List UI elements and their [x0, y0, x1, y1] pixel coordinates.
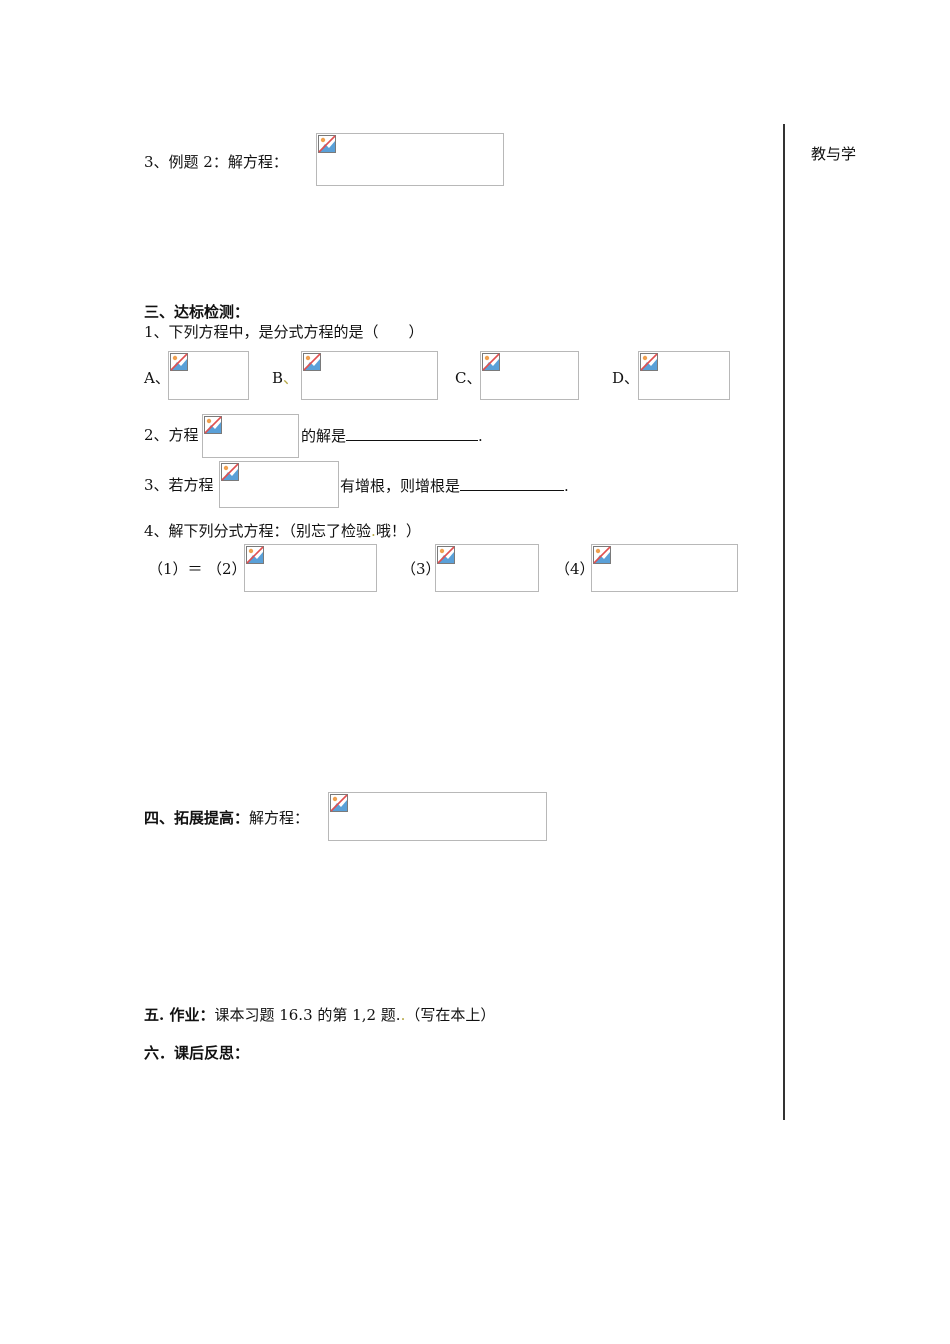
broken-image-icon [303, 353, 321, 371]
q2-suffix: 的解是. [301, 426, 483, 445]
option-d-label: D、 [612, 369, 640, 387]
section-3-heading: 三、达标检测： [144, 303, 250, 321]
broken-image-icon [482, 353, 500, 371]
section-5-line: 五. 作业：课本习题 16.3 的第 1,2 题..（写在本上） [144, 1006, 496, 1024]
broken-image-icon [221, 463, 239, 481]
equation-image [316, 133, 504, 186]
q4-item-1-label: （1）＝ [148, 560, 203, 578]
q4-item-3-label: （3） [401, 560, 441, 578]
broken-image-icon [204, 416, 222, 434]
option-a-image [168, 351, 249, 400]
q3-equation-image [219, 461, 339, 508]
q4-item-4-label: （4） [555, 560, 595, 578]
option-c-label: C、 [455, 369, 482, 387]
broken-image-icon [593, 546, 611, 564]
broken-image-icon [437, 546, 455, 564]
example-label: 3、例题 2：解方程： [144, 153, 288, 171]
section-4-equation-image [328, 792, 547, 841]
section-6-heading: 六．课后反思： [144, 1044, 250, 1062]
q4-item-4-image [591, 544, 738, 592]
broken-image-icon [170, 353, 188, 371]
q1-text: 1、下列方程中，是分式方程的是（ ） [144, 323, 424, 341]
q4-item-2-image [244, 544, 377, 592]
margin-rule [783, 124, 785, 1120]
option-b-image [301, 351, 438, 400]
q2-equation-image [202, 414, 299, 458]
option-d-image [638, 351, 730, 400]
broken-image-icon [330, 794, 348, 812]
section-4-line: 四、拓展提高：解方程： [144, 809, 310, 827]
side-label: 教与学 [811, 145, 857, 163]
q2-answer-blank [346, 426, 479, 441]
q3-suffix: 有增根，则增根是. [340, 476, 569, 495]
section-4-heading: 四、拓展提高： [144, 809, 250, 827]
section-5-heading: 五. 作业： [144, 1006, 215, 1024]
q4-item-2-label: （2） [207, 560, 247, 578]
q4-text: 4、解下列分式方程：（别忘了检验.哦！） [144, 522, 421, 540]
broken-image-icon [640, 353, 658, 371]
q3-answer-blank [460, 476, 565, 491]
q2-prefix: 2、方程 [144, 426, 199, 444]
broken-image-icon [246, 546, 264, 564]
q3-prefix: 3、若方程 [144, 476, 214, 494]
option-a-label: A、 [144, 369, 170, 387]
option-b-label: B、 [272, 369, 299, 387]
option-c-image [480, 351, 579, 400]
q4-item-3-image [435, 544, 539, 592]
broken-image-icon [318, 135, 336, 153]
